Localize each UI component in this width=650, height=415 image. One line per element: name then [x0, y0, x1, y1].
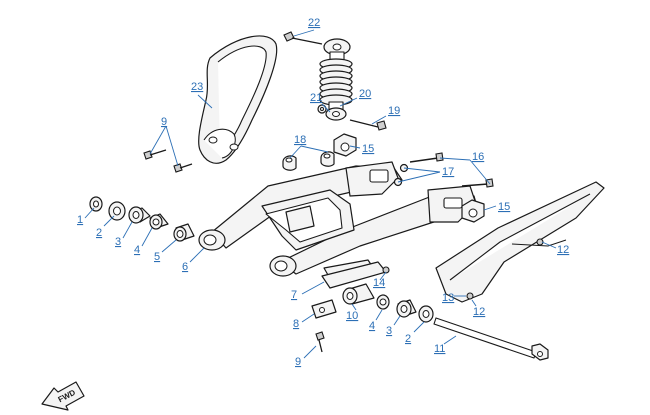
callout-19[interactable]: 19: [388, 105, 400, 117]
callout-17[interactable]: 17: [442, 166, 454, 178]
shock-bottom-bolt: [349, 119, 387, 131]
link-bolt: [382, 266, 390, 274]
callout-9-top[interactable]: 9: [161, 116, 167, 128]
callout-12-bottom[interactable]: 12: [473, 306, 485, 318]
callout-5[interactable]: 5: [154, 251, 160, 263]
right-pivot-sleeve: [342, 283, 375, 305]
callout-2-left[interactable]: 2: [96, 227, 102, 239]
callout-6[interactable]: 6: [182, 261, 188, 273]
callout-4-right[interactable]: 4: [369, 320, 375, 332]
callout-16[interactable]: 16: [472, 151, 484, 163]
callout-13[interactable]: 13: [442, 292, 454, 304]
callout-3-left[interactable]: 3: [115, 236, 121, 248]
left-needle-bearing: [149, 213, 169, 230]
callout-labels: 22 23 20 21 19 9 18 15 16 17 15 1 2 3 4 …: [77, 17, 569, 368]
callout-2-right[interactable]: 2: [405, 333, 411, 345]
callout-21[interactable]: 21: [310, 92, 322, 104]
right-oil-seal: [396, 299, 417, 318]
chain-adjuster-right: [461, 199, 485, 223]
link-bracket: [311, 299, 337, 319]
callout-4-left[interactable]: 4: [134, 244, 140, 256]
callout-23[interactable]: 23: [191, 81, 203, 93]
rear-shock-absorber: [319, 38, 353, 121]
left-oil-seal: [128, 206, 151, 224]
callout-1[interactable]: 1: [77, 214, 83, 226]
chain-guard: [435, 181, 605, 303]
right-needle-bearing: [376, 294, 390, 310]
callout-15-right[interactable]: 15: [498, 201, 510, 213]
callout-14[interactable]: 14: [373, 277, 385, 289]
callout-20[interactable]: 20: [359, 88, 371, 100]
left-pivot-collar: [173, 223, 195, 242]
callout-18[interactable]: 18: [294, 134, 306, 146]
rear-fender: [198, 35, 278, 164]
left-thrust-washer: [108, 201, 126, 221]
swingarm: [198, 161, 479, 283]
shock-top-bolt: [283, 31, 323, 45]
callout-7[interactable]: 7: [291, 289, 297, 301]
callout-9-bottom[interactable]: 9: [295, 356, 301, 368]
right-thrust-washer: [418, 305, 434, 323]
fwd-direction-arrow: FWD: [41, 381, 85, 411]
fender-bolt: [143, 149, 193, 173]
leader-lines: [84, 29, 557, 359]
collar-bushings: [282, 151, 335, 171]
callout-3-right[interactable]: 3: [386, 325, 392, 337]
callout-8[interactable]: 8: [293, 318, 299, 330]
callout-12-right[interactable]: 12: [557, 244, 569, 256]
pivot-axle: [433, 317, 549, 361]
left-pivot-cap: [89, 196, 103, 212]
callout-10[interactable]: 10: [346, 310, 358, 322]
callout-15-left[interactable]: 15: [362, 143, 374, 155]
callout-22[interactable]: 22: [308, 17, 320, 29]
callout-11[interactable]: 11: [434, 343, 445, 355]
shock-nut: [317, 104, 327, 114]
chain-adjuster-left: [333, 133, 357, 157]
bottom-bolt: [315, 331, 325, 353]
